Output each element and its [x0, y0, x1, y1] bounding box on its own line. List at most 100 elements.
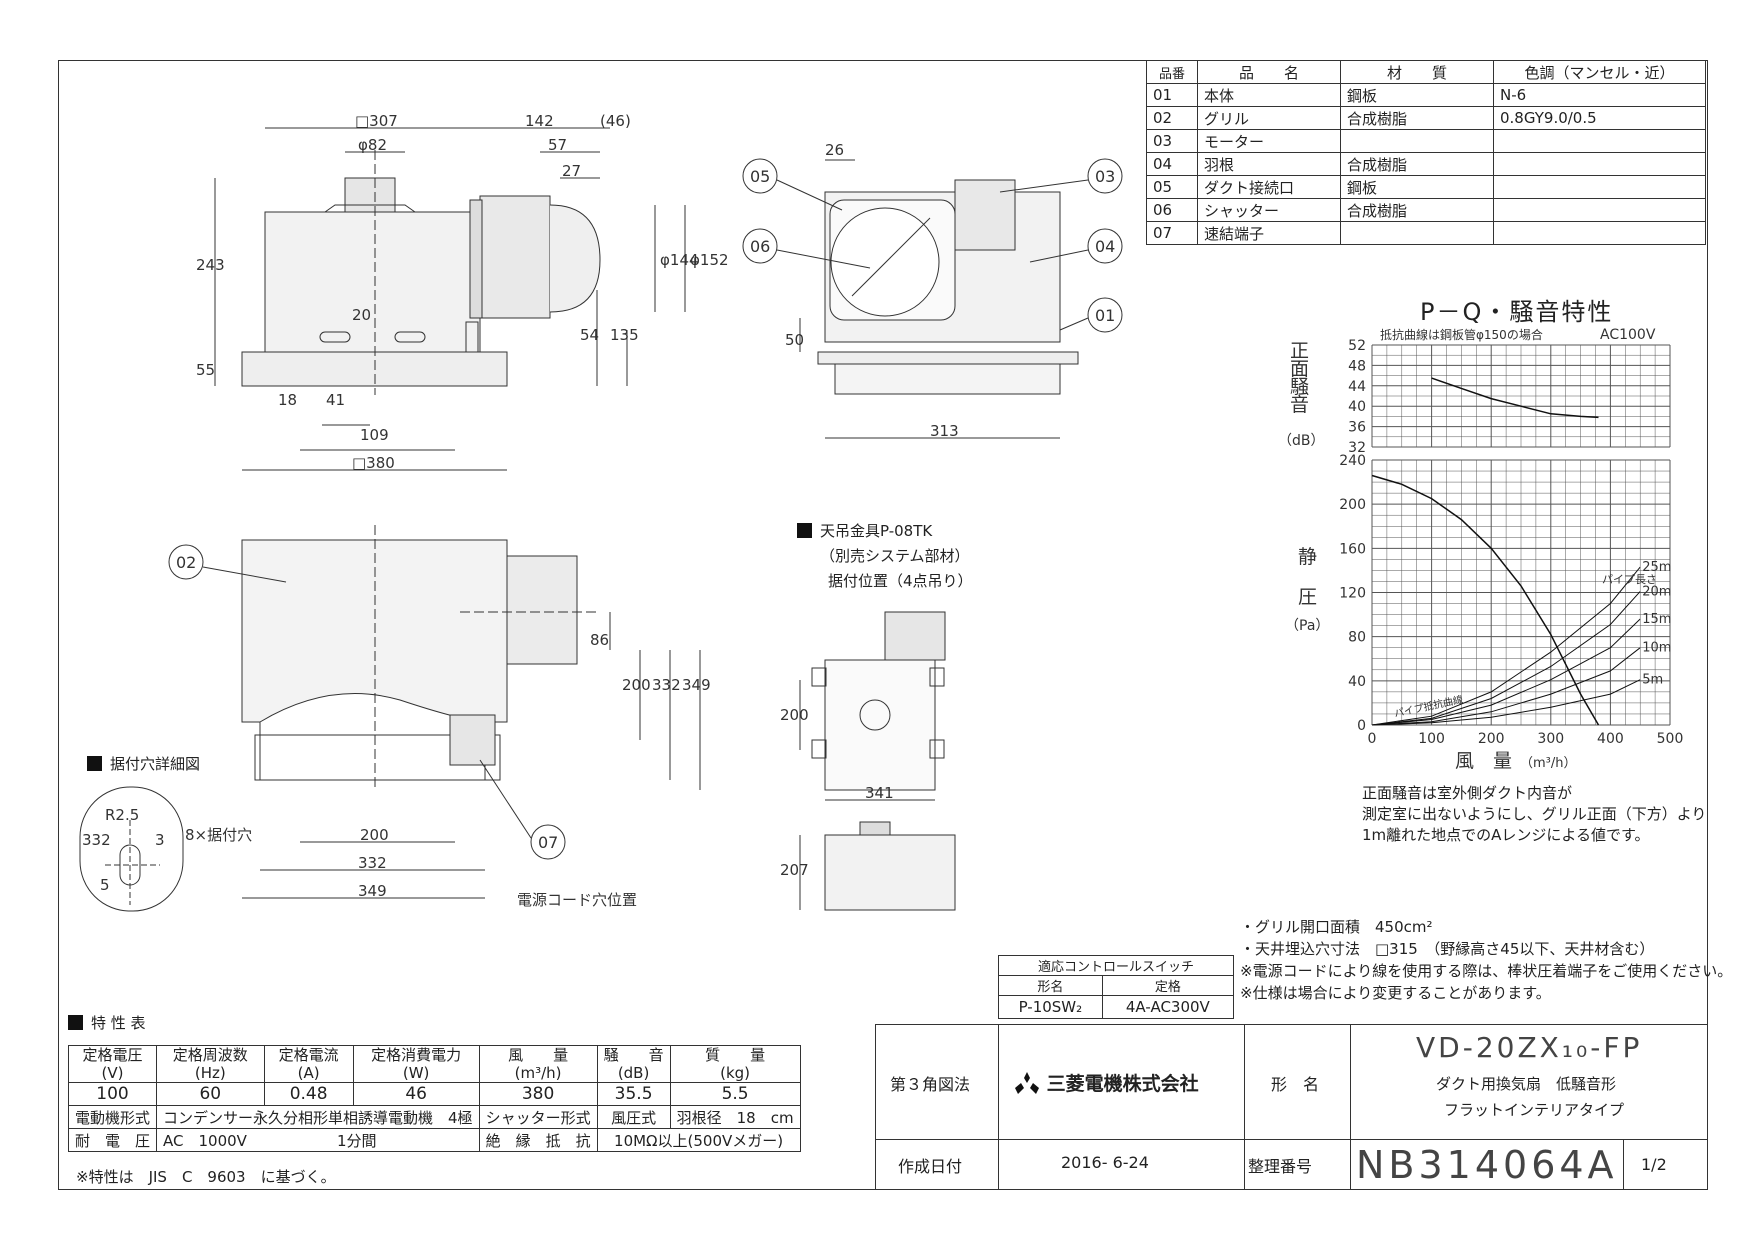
y-tick-label: 0: [1357, 718, 1366, 734]
hanger-title: 天吊金具P-08TK: [797, 520, 932, 542]
dim-text: (46): [600, 112, 631, 130]
char-v: 46: [352, 1082, 480, 1106]
callouts: [168, 158, 1123, 860]
resistance-curve: [1371, 679, 1641, 726]
pq-axis-unit: （Pa）: [1285, 618, 1329, 634]
dim-text: φ144: [660, 251, 699, 269]
motor-value: コンデンサー永久分相形単相誘導電動機 4極: [156, 1105, 480, 1129]
y-tick-label: 160: [1339, 541, 1366, 557]
dim-text: 207: [780, 861, 809, 879]
y-tick-label: 44: [1348, 379, 1366, 395]
side-elevation: [799, 159, 1079, 439]
callout-02: 02: [176, 553, 196, 572]
withstand-time: 1分間: [336, 1131, 377, 1150]
h: (V): [101, 1064, 124, 1082]
drawing-frame: [58, 60, 1708, 1190]
spec-note: ・天井埋込穴寸法 □315 （野縁高さ45以下、天井材含む）: [1240, 940, 1655, 958]
cell: 06: [1146, 198, 1198, 222]
y-tick-label: 80: [1348, 630, 1366, 646]
char-v: 5.5: [669, 1082, 801, 1106]
switch-h2: 定格: [1101, 975, 1235, 996]
x-axis-unit: （m³/h）: [1520, 756, 1577, 771]
cell: グリル: [1197, 106, 1341, 130]
front-elevation: [214, 127, 686, 471]
cell: モーター: [1197, 129, 1341, 153]
x-tick-label: 200: [1478, 731, 1505, 747]
x-tick-label: 100: [1418, 731, 1445, 747]
dim-text: 41: [326, 391, 345, 409]
h: (kg): [720, 1064, 751, 1082]
x-tick-label: 400: [1597, 731, 1624, 747]
cell: 合成樹脂: [1340, 198, 1494, 222]
projection: 第３角図法: [890, 1075, 971, 1094]
pq-axis-label: 圧: [1298, 586, 1317, 608]
char-v: 60: [156, 1082, 265, 1106]
cell: 鋼板: [1340, 175, 1494, 199]
char-v: 380: [478, 1082, 598, 1106]
insulation-label: 絶 縁 抵 抗: [478, 1128, 598, 1152]
cell: 05: [1146, 175, 1198, 199]
dim-text: 332: [82, 831, 111, 849]
dim-text: 20: [352, 306, 371, 324]
spec-note: ※電源コードにより線を使用する際は、棒状圧着端子をご使用ください。: [1240, 962, 1733, 980]
footnote-line: 正面騒音は室外側ダクト内音が: [1362, 784, 1573, 802]
char-h: 質 量(kg): [669, 1045, 801, 1083]
pq-curve: [1371, 474, 1600, 726]
dim-text: 57: [548, 136, 567, 154]
cell: 07: [1146, 221, 1198, 245]
dim-text: 5: [100, 876, 110, 894]
square-bullet-icon: [87, 756, 102, 771]
cell: 本体: [1197, 83, 1341, 107]
char-h: 定格電圧(V): [67, 1045, 158, 1083]
col-part-no: 品番: [1146, 60, 1198, 84]
resistance-label: 15m: [1642, 612, 1671, 627]
view-labels: 電源コード穴位置: [517, 891, 637, 909]
cell: 02: [1146, 106, 1198, 130]
dim-text: 8×据付穴: [185, 826, 252, 844]
switch-title-row: 適応コントロールスイッチ: [998, 955, 1234, 976]
col-color: 色調（マンセル・近）: [1493, 60, 1706, 84]
dim-text: 18: [278, 391, 297, 409]
h: 質 量: [705, 1046, 766, 1064]
shutter-value: 風圧式: [596, 1105, 671, 1129]
h: 定格周波数: [172, 1046, 248, 1064]
parts-header-row: 品番 品 名 材 質 色調（マンセル・近）: [1146, 60, 1706, 84]
page-number: 1/2: [1641, 1155, 1667, 1174]
cell: [1493, 152, 1706, 176]
cell: 01: [1146, 83, 1198, 107]
dim-text: 349: [682, 676, 711, 694]
noise-axis-label: 音: [1290, 394, 1309, 416]
col-part-name: 品 名: [1197, 60, 1341, 84]
resistance-label: 5m: [1642, 673, 1663, 688]
dim-text: 349: [358, 882, 387, 900]
dim-text: 243: [196, 256, 225, 274]
dim-text: 313: [930, 422, 959, 440]
cell: 速結端子: [1197, 221, 1341, 245]
company-logo: 三菱電機株式会社: [1014, 1069, 1199, 1096]
bottom-dims: 86 200 332 349 200 332 349: [358, 631, 711, 900]
dim-text: 341: [865, 784, 894, 802]
cell: 0.8GY9.0/0.5: [1493, 106, 1706, 130]
h: 定格電圧: [82, 1046, 143, 1064]
noise-curve: [1431, 377, 1599, 419]
char-h: 定格消費電力(W): [352, 1045, 480, 1083]
chart-note-left: 抵抗曲線は鋼板管φ150の場合: [1380, 327, 1543, 342]
switch-v2: 4A-AC300V: [1101, 995, 1235, 1019]
hanger-title-text: 天吊金具P-08TK: [820, 522, 933, 540]
cell: [1340, 221, 1494, 245]
hanger-view: [799, 611, 956, 911]
footnote-line: 1m離れた地点でのAレンジによる値です。: [1362, 826, 1650, 844]
cell: 03: [1146, 129, 1198, 153]
switch-v1: P-10SW₂: [998, 995, 1103, 1019]
dim-text: 109: [360, 426, 389, 444]
dim-text: 3: [155, 831, 165, 849]
hanger-dims: 200 341 207: [780, 706, 894, 879]
company-name: 三菱電機株式会社: [1046, 1073, 1199, 1095]
blade-cell: 羽根径 18 cm: [669, 1105, 801, 1129]
dim-text: φ82: [358, 136, 387, 154]
char-h: 定格電流(A): [263, 1045, 354, 1083]
cell: 合成樹脂: [1340, 152, 1494, 176]
spec-note: ※仕様は場合により変更することがあります。: [1240, 984, 1551, 1002]
